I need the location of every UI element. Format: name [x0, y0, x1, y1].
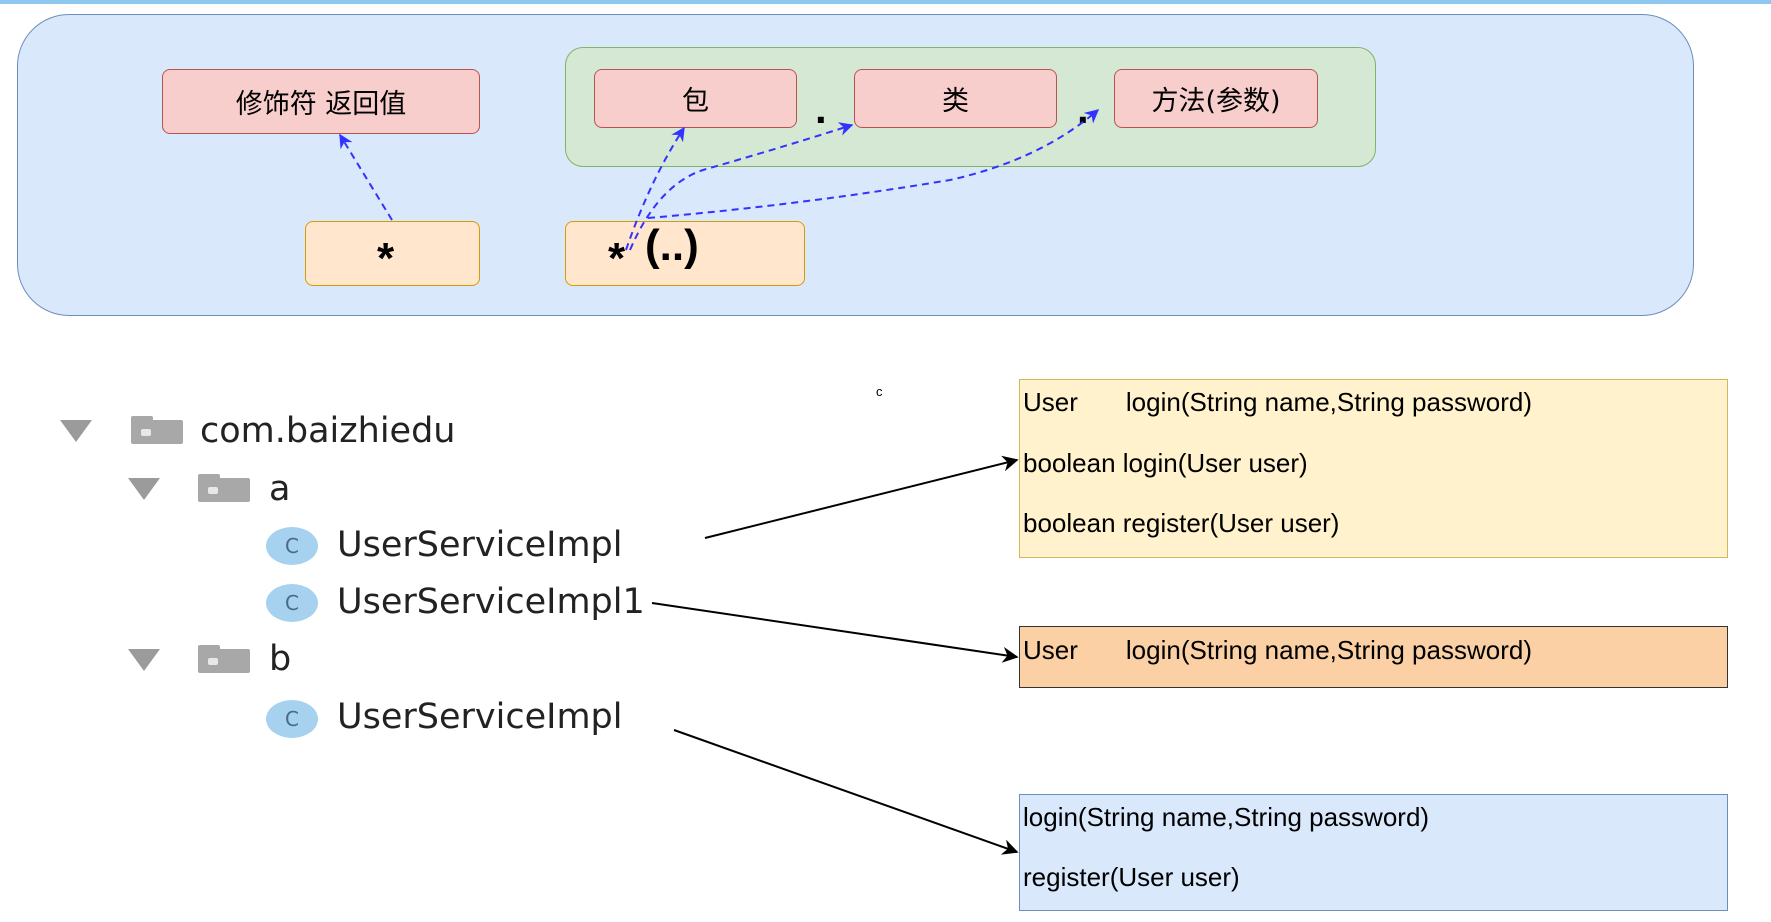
dashed-arrow-to-method — [647, 109, 1100, 219]
class-icon-a2: C — [266, 584, 318, 622]
box1-line1-type: User — [1023, 387, 1078, 417]
star-box — [305, 221, 480, 286]
folder-a-icon — [198, 474, 250, 502]
method-params-box: 方法(参数) — [1114, 69, 1318, 128]
package-label: 包 — [682, 86, 709, 117]
class-label: 类 — [942, 86, 969, 117]
tree-root-label[interactable]: com.baizhiedu — [200, 411, 456, 451]
folder-b-icon — [198, 645, 250, 673]
box1-line1-signature: login(String name,String password) — [1125, 387, 1532, 417]
dashed-arrow-to-class — [629, 122, 854, 251]
star-wildcard: * — [377, 234, 395, 283]
class-icon-b1: C — [266, 700, 318, 738]
box2-line1-signature: login(String name,String password) — [1125, 635, 1532, 665]
method-box-orange: User login(String name,String password) — [1019, 626, 1728, 688]
package-box: 包 — [594, 69, 797, 128]
arrow-impl-b-to-blue — [673, 729, 1019, 855]
class-box: 类 — [854, 69, 1057, 128]
expand-arrow-a-icon[interactable] — [128, 478, 160, 500]
box2-line1-type: User — [1023, 635, 1078, 665]
tree-folder-b-label[interactable]: b — [269, 639, 292, 679]
box3-line2: register(User user) — [1023, 862, 1240, 892]
tree-class-a-userserviceimpl[interactable]: UserServiceImpl — [337, 525, 623, 565]
tree-folder-a-label[interactable]: a — [269, 469, 291, 509]
method-wildcard-box — [565, 221, 805, 286]
stray-mark: c — [876, 384, 883, 399]
top-border-line — [0, 0, 1771, 4]
expand-arrow-b-icon[interactable] — [128, 649, 160, 671]
modifier-return-box: 修饰符 返回值 — [162, 69, 480, 134]
box1-line2: boolean login(User user) — [1023, 448, 1308, 478]
method-box-yellow: User login(String name,String password) b… — [1019, 379, 1728, 558]
method-star-wildcard: * — [608, 234, 626, 283]
box3-line1: login(String name,String password) — [1023, 802, 1430, 832]
dashed-arrow-to-package — [625, 126, 685, 251]
expand-arrow-root-icon[interactable] — [60, 420, 92, 442]
arrow-impl1-to-orange — [651, 602, 1019, 663]
method-params-label: 方法(参数) — [1151, 86, 1281, 117]
separator-dot-2: . — [1077, 85, 1089, 132]
arrow-impl-a-to-yellow — [704, 455, 1019, 539]
tree-class-a-userserviceimpl1[interactable]: UserServiceImpl1 — [337, 582, 645, 622]
box1-line3: boolean register(User user) — [1023, 508, 1340, 538]
tree-class-b-userserviceimpl[interactable]: UserServiceImpl — [337, 697, 623, 737]
separator-dot-1: . — [815, 85, 827, 132]
modifier-return-label: 修饰符 返回值 — [235, 89, 407, 120]
dashed-arrow-to-modifier — [339, 133, 393, 221]
class-icon-a1: C — [266, 527, 318, 565]
method-args-wildcard: (..) — [645, 221, 699, 270]
folder-root-icon — [131, 416, 183, 444]
method-box-blue: login(String name,String password) regis… — [1019, 794, 1728, 911]
